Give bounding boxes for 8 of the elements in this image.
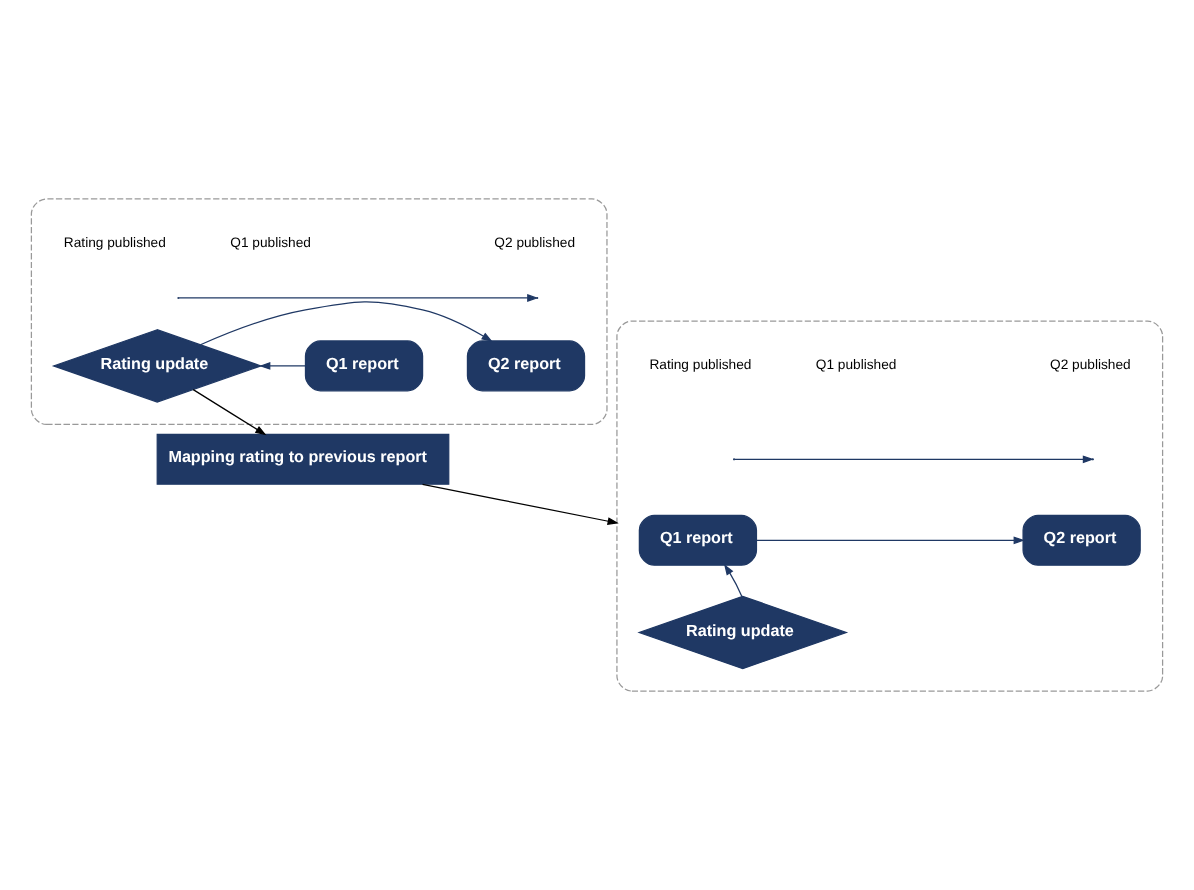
arrow	[724, 564, 743, 597]
arrow	[259, 361, 306, 370]
arrow	[192, 389, 267, 436]
arrow	[421, 483, 619, 525]
arrow	[756, 536, 1025, 545]
arrow	[199, 301, 493, 346]
cluster	[616, 320, 1164, 692]
cluster	[30, 198, 608, 426]
